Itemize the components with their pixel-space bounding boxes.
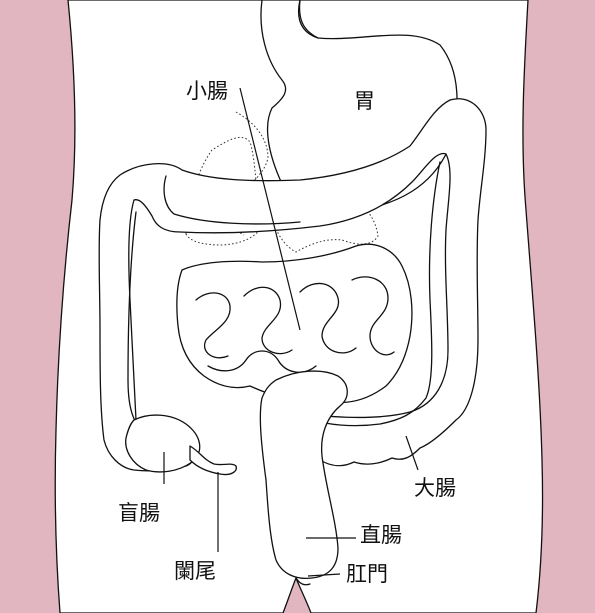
hidden-liver-outline [185,137,263,246]
small-intestine-coil-1 [195,292,231,359]
small-intestine-coil-4 [351,276,395,356]
small-intestine-coil-5 [207,350,317,373]
anus-line [295,577,311,586]
label-cecum: 盲腸 [118,501,160,525]
label-appendix: 闌尾 [174,559,216,583]
label-rectum: 直腸 [360,523,402,547]
label-small-intestine: 小腸 [186,79,228,103]
esophagus-line [298,0,319,39]
appendix-shape [189,445,237,476]
rectum-shape [259,370,348,580]
transverse-colon-inner-line [163,175,301,225]
label-anus: 肛門 [346,562,388,586]
small-intestine-coil-3 [299,282,357,354]
small-intestine-shape [176,243,413,404]
label-large-intestine: 大腸 [414,476,456,500]
leader-anus [307,573,341,577]
small-intestine-coil-2 [243,286,293,355]
descending-colon-inner-line [311,161,441,427]
cecum-shape [125,414,201,473]
leader-small-intestine [239,87,301,331]
leader-large-intestine [405,435,419,471]
label-stomach: 胃 [354,89,375,113]
